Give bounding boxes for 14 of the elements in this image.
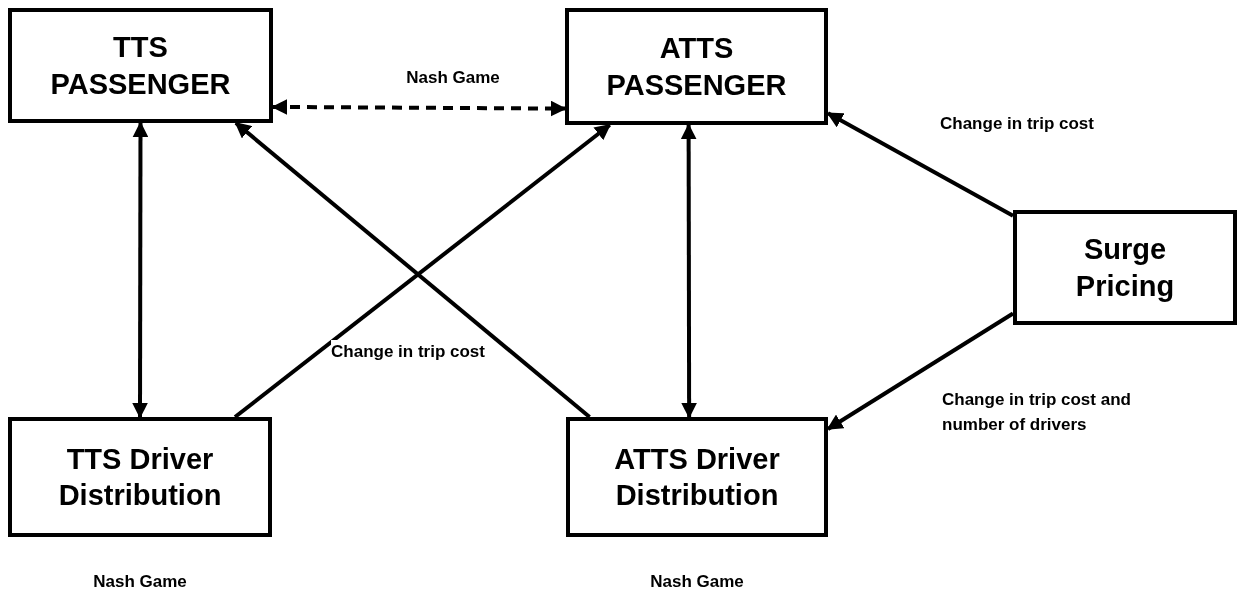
process-box: [1013, 210, 1237, 325]
process-box: [565, 8, 828, 125]
node-label: ATTS Driver Distribution: [613, 441, 781, 513]
node-caption: Nash Game: [650, 571, 744, 593]
node-label: Surge Pricing: [1074, 232, 1176, 304]
process-box: [8, 8, 273, 123]
process-box: [8, 417, 272, 537]
node-caption: Nash Game: [93, 571, 187, 593]
node-label: ATTS PASSENGER: [605, 31, 788, 103]
arrow: [680, 123, 698, 419]
process-box: [566, 417, 828, 537]
arrow: [132, 121, 149, 419]
node-label: TTS PASSENGER: [49, 30, 232, 102]
node-label: TTS Driver Distribution: [57, 441, 223, 513]
